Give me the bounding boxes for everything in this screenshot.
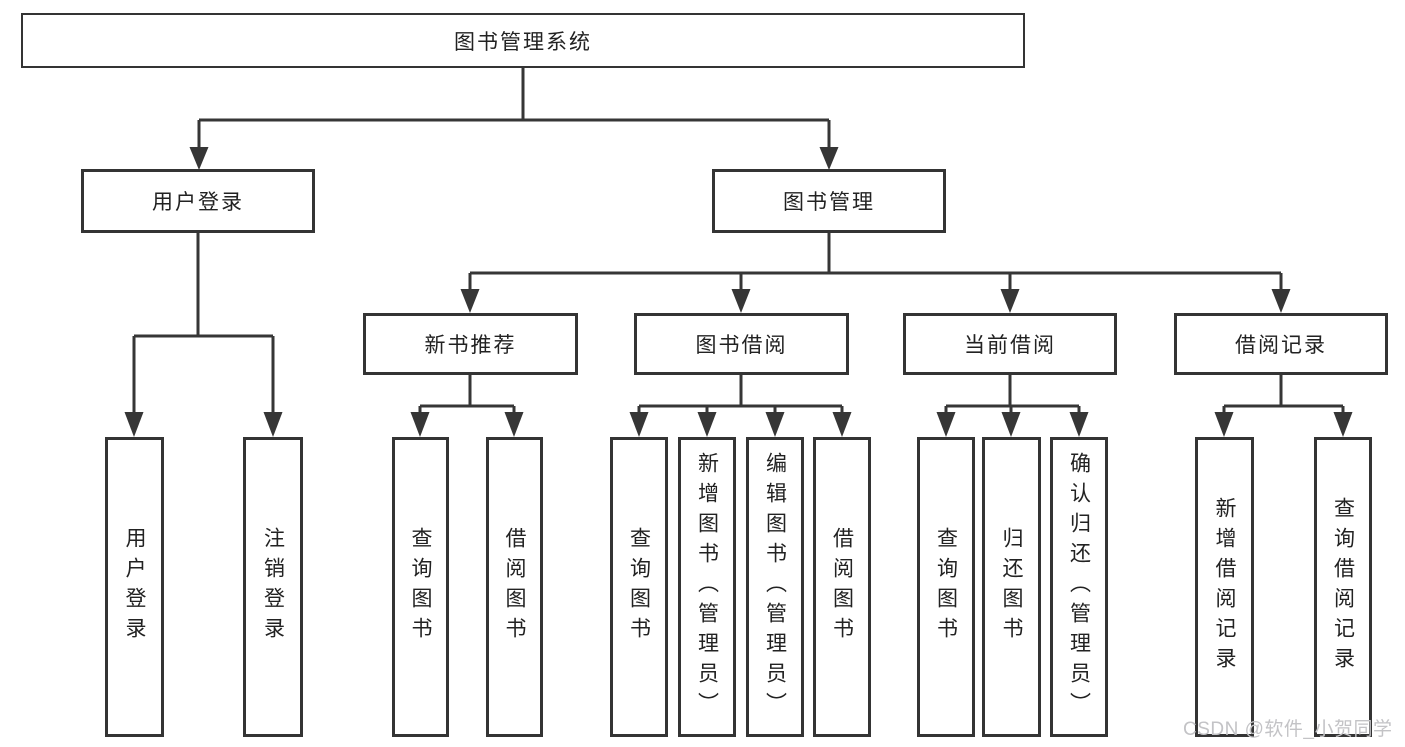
- connector-line: [944, 375, 1081, 413]
- node-label: 编辑图书（管理员）: [763, 452, 787, 722]
- arrowhead-icon: [124, 412, 144, 437]
- node-borrowing-records: 借阅记录: [1174, 313, 1388, 375]
- arrowhead-icon: [731, 289, 751, 313]
- arrowhead-icon: [410, 412, 430, 437]
- connector-line: [197, 68, 831, 149]
- leaf-borrow-books-2: 借阅图书: [813, 437, 871, 737]
- arrowhead-icon: [936, 412, 956, 437]
- node-label: 图书借阅: [695, 334, 788, 357]
- node-user-login: 用户登录: [81, 169, 315, 233]
- node-label: 借阅记录: [1235, 334, 1327, 357]
- connector-borrow-children: [629, 375, 852, 437]
- arrowhead-icon: [1271, 289, 1291, 313]
- node-label: 新增借阅记录: [1213, 497, 1236, 677]
- leaf-borrow-books-1: 借阅图书: [486, 437, 543, 737]
- node-book-management: 图书管理: [712, 169, 946, 233]
- arrowhead-icon: [819, 147, 839, 170]
- node-label: 图书管理系统: [454, 30, 592, 54]
- arrowhead-icon: [263, 412, 283, 437]
- leaf-query-books-2: 查询图书: [610, 437, 668, 737]
- node-label: 查询借阅记录: [1331, 497, 1355, 677]
- leaf-confirm-return-admin: 确认归还（管理员）: [1050, 437, 1108, 737]
- node-label: 借阅图书: [830, 527, 854, 647]
- node-book-borrowing: 图书借阅: [634, 313, 849, 375]
- connector-newbooks-children: [410, 375, 524, 437]
- connector-line: [1222, 375, 1345, 413]
- arrowhead-icon: [629, 412, 649, 437]
- leaf-query-borrow-record: 查询借阅记录: [1314, 437, 1372, 737]
- leaf-query-books-3: 查询图书: [917, 437, 975, 737]
- node-label: 查询图书: [934, 527, 958, 647]
- arrowhead-icon: [1214, 412, 1234, 437]
- connector-current-children: [936, 375, 1089, 437]
- leaf-return-books: 归还图书: [982, 437, 1041, 737]
- connector-line: [132, 233, 275, 414]
- arrowhead-icon: [504, 412, 524, 437]
- connector-records-children: [1214, 375, 1353, 437]
- leaf-add-books-admin: 新增图书（管理员）: [678, 437, 736, 737]
- node-label: 借阅图书: [503, 527, 526, 647]
- leaf-add-borrow-record: 新增借阅记录: [1195, 437, 1254, 737]
- node-label: 新书推荐: [424, 334, 517, 357]
- arrowhead-icon: [1000, 289, 1020, 313]
- leaf-logout: 注销登录: [243, 437, 303, 737]
- arrowhead-icon: [189, 147, 209, 170]
- connector-line: [637, 375, 844, 413]
- connector-root-to-level2: [189, 68, 839, 170]
- arrowhead-icon: [765, 412, 785, 437]
- arrowhead-icon: [697, 412, 717, 437]
- arrowhead-icon: [460, 289, 480, 313]
- node-root-system: 图书管理系统: [21, 13, 1025, 68]
- connector-userlogin-children: [124, 233, 283, 437]
- arrowhead-icon: [1001, 412, 1021, 437]
- node-label: 当前借阅: [964, 334, 1056, 357]
- connector-line: [418, 375, 516, 413]
- node-label: 用户登录: [152, 191, 244, 214]
- node-label: 图书管理: [783, 191, 875, 214]
- leaf-query-books-1: 查询图书: [392, 437, 449, 737]
- node-label: 注销登录: [261, 527, 285, 647]
- arrowhead-icon: [832, 412, 852, 437]
- connector-line: [468, 233, 1283, 290]
- arrowhead-icon: [1069, 412, 1089, 437]
- node-label: 查询图书: [627, 527, 651, 647]
- node-label: 确认归还（管理员）: [1067, 452, 1091, 722]
- node-label: 用户登录: [123, 527, 146, 647]
- node-label: 归还图书: [1000, 527, 1023, 647]
- csdn-watermark: CSDN @软件_小贺同学: [1183, 719, 1393, 740]
- node-label: 新增图书（管理员）: [695, 452, 719, 722]
- node-label: 查询图书: [409, 527, 432, 647]
- arrowhead-icon: [1333, 412, 1353, 437]
- node-current-borrowing: 当前借阅: [903, 313, 1117, 375]
- connector-bookmgmt-children: [460, 233, 1291, 313]
- leaf-edit-books-admin: 编辑图书（管理员）: [746, 437, 804, 737]
- node-new-book-recommend: 新书推荐: [363, 313, 578, 375]
- leaf-user-login: 用户登录: [105, 437, 164, 737]
